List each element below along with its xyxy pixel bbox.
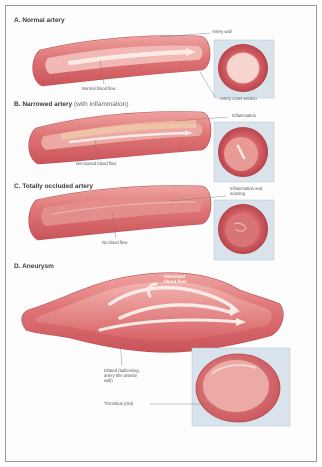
section-d-cross-section (192, 348, 290, 426)
section-b-subtitle: (with inflammation) (74, 101, 129, 108)
dilated-wall-label: Dilated (ballooning artery thin arterial… (104, 368, 144, 383)
section-b-cross-section (214, 122, 274, 182)
section-c-cross-section (214, 200, 274, 260)
section-b-letter: B. (14, 101, 21, 108)
section-a-cross-section (214, 40, 274, 98)
thrombus-label: Thrombus (clot) (104, 401, 133, 406)
decreased-flow-label: Decreased blood flow (76, 161, 116, 166)
section-c-artery (29, 186, 211, 240)
section-a-letter: A. (14, 17, 21, 24)
section-c-title: C. Totally occluded artery (14, 183, 93, 190)
section-c-title-text: Totally occluded artery (22, 183, 93, 190)
no-flow-label: No blood flow (102, 240, 127, 245)
section-a-artery (33, 36, 210, 86)
section-d-title: D. Aneurysm (14, 263, 54, 270)
normal-flow-label: Normal blood flow (82, 86, 116, 91)
section-b-title-text: Narrowed artery (22, 101, 72, 108)
section-d-title-text: Aneurysm (22, 263, 54, 270)
inflammation-scarring-label: Inflammation and scarring (230, 186, 272, 196)
section-b-title: B. Narrowed artery (with inflammation) (14, 101, 129, 108)
section-a-title: A. Normal artery (14, 17, 65, 24)
artery-wall-label: Artery wall (212, 29, 232, 34)
inflammation-label: Inflammation (232, 113, 256, 118)
abnormal-flow-label: Abnormal blood flow (164, 274, 198, 284)
section-d-letter: D. (14, 263, 21, 270)
cross-section-label: Artery cross section (220, 96, 257, 101)
section-d-aneurysm (22, 273, 284, 353)
section-c-letter: C. (14, 183, 21, 190)
section-a-title-text: Normal artery (22, 17, 64, 24)
section-b-artery (29, 112, 211, 164)
